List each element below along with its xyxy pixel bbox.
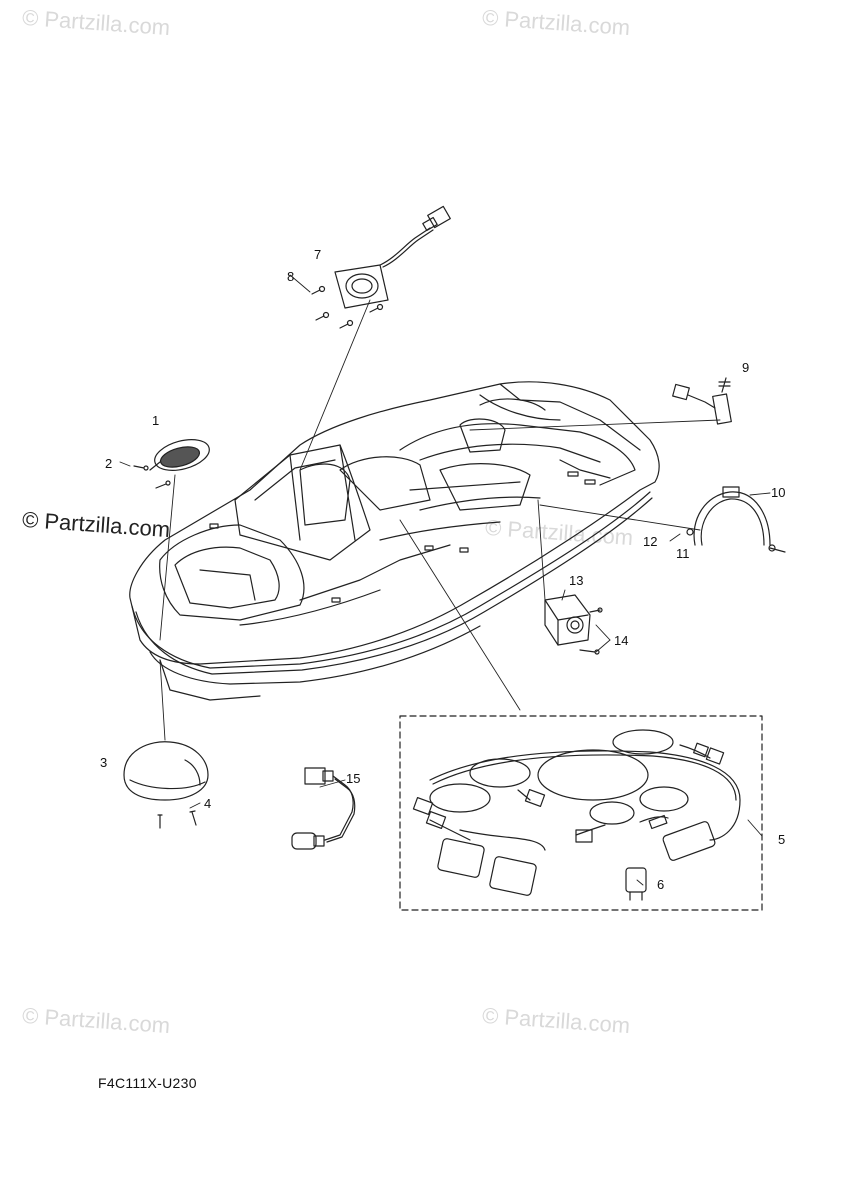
callout-3: 3 [100, 755, 108, 770]
diagram-code: F4C111X-U230 [98, 1075, 197, 1091]
callout-4: 4 [204, 796, 212, 811]
boat-hull [129, 381, 660, 701]
callout-2: 2 [105, 456, 113, 471]
callout-6: 6 [657, 877, 665, 892]
callout-11: 11 [676, 546, 690, 561]
callout-5: 5 [778, 832, 786, 847]
part-7-assembly [311, 205, 451, 329]
part-3-cover [123, 741, 209, 829]
leader-lines [119, 274, 771, 886]
part-9-sensor [672, 377, 732, 425]
part-10-bracket [686, 486, 786, 553]
part-1-oval-light [133, 439, 210, 489]
callout-15: 15 [346, 771, 361, 786]
callout-14: 14 [614, 633, 629, 648]
callout-8: 8 [287, 269, 295, 284]
part-15-harness [291, 767, 356, 850]
part-5-harness-group [399, 715, 763, 911]
part-13-box [544, 594, 603, 655]
callout-12: 12 [643, 534, 658, 549]
callout-7: 7 [314, 247, 322, 262]
callout-10: 10 [771, 485, 786, 500]
callout-13: 13 [569, 573, 584, 588]
callout-9: 9 [742, 360, 750, 375]
callout-1: 1 [152, 413, 160, 428]
